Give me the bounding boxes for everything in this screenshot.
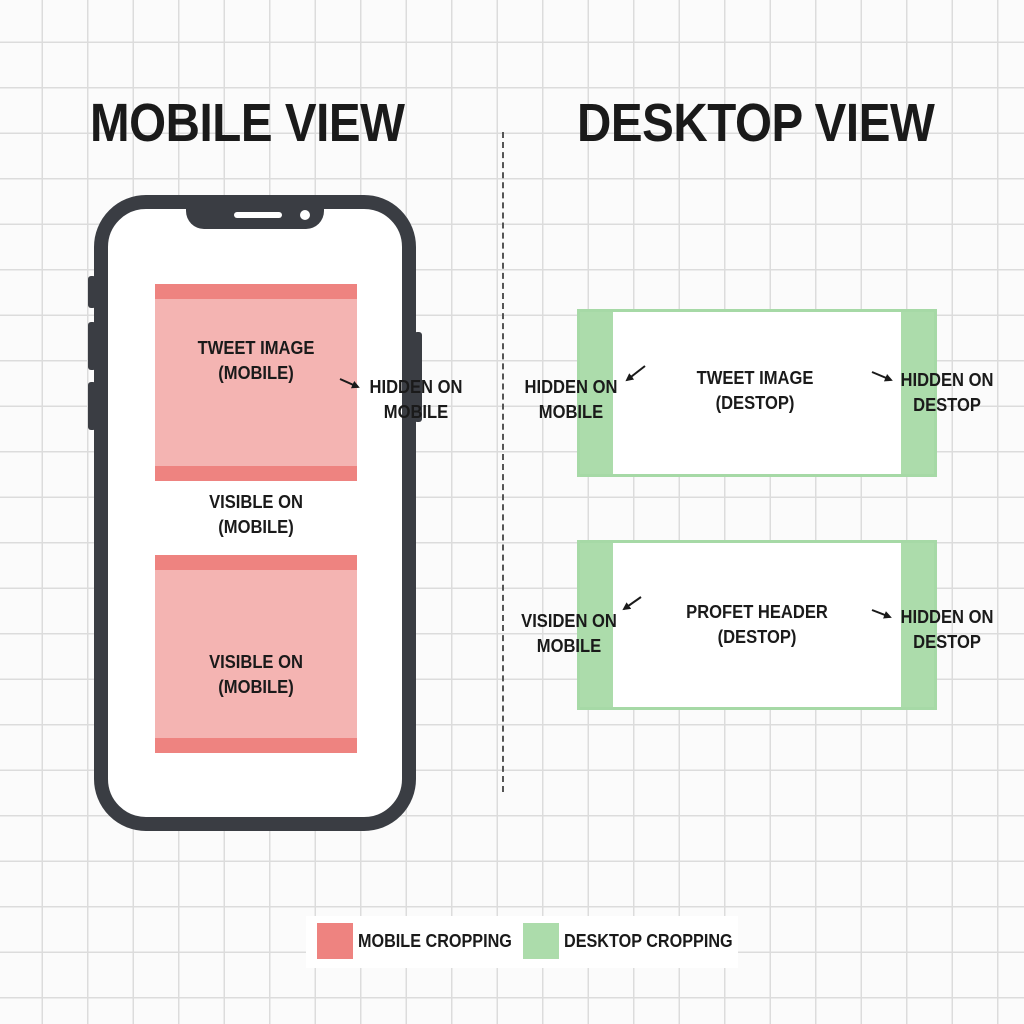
arrow-tweet-left-icon: [625, 365, 646, 382]
desktop-view-heading: DESKTOP VIEW: [577, 93, 935, 153]
desktop-tweet-image-label: TWEET IMAGE (DESTOP): [696, 368, 814, 413]
desktop-profile-header-left-crop: [580, 543, 613, 707]
desktop-tweet-image-left-crop: [580, 312, 613, 474]
desktop-tweet-left-note: HIDDEN ON MOBILE: [524, 377, 618, 422]
desktop-profile-header-box: [577, 540, 937, 710]
arrow-tweet-right-icon: [871, 371, 893, 382]
desktop-tweet-right-note: HIDDEN ON DESTOP: [900, 370, 994, 415]
mobile-tweet-image-box: [155, 284, 357, 481]
phone-power-button: [414, 332, 422, 422]
desktop-profile-left-note: VISIDEN ON MOBILE: [521, 611, 617, 656]
mobile-tweet-image-label: TWEET IMAGE (MOBILE): [197, 338, 315, 383]
arrow-mobile-hidden-icon: [339, 378, 360, 389]
mobile-view-heading: MOBILE VIEW: [90, 93, 405, 153]
mobile-visible-box: [155, 555, 357, 753]
legend-mobile-label: MOBILE CROPPING: [358, 931, 512, 951]
phone-speaker-icon: [234, 212, 282, 218]
desktop-profile-right-note: HIDDEN ON DESTOP: [900, 607, 994, 652]
legend-mobile-swatch: [317, 923, 353, 959]
mobile-visible-box-label: VISIBLE ON (MOBILE): [209, 652, 303, 697]
desktop-tweet-image-right-crop: [901, 312, 934, 474]
mobile-hidden-label: HIDDEN ON MOBILE: [369, 377, 463, 422]
phone-volume-down-button: [88, 382, 96, 430]
phone-volume-up-button: [88, 322, 96, 370]
desktop-profile-header-label: PROFET HEADER (DESTOP): [686, 602, 828, 647]
legend: [306, 916, 738, 968]
desktop-profile-header-right-crop: [901, 543, 934, 707]
mobile-visible-between-label: VISIBLE ON (MOBILE): [209, 492, 303, 537]
phone-notch: [186, 207, 324, 229]
legend-desktop-label: DESKTOP CROPPING: [564, 931, 733, 951]
legend-desktop-swatch: [523, 923, 559, 959]
arrow-profile-left-icon: [622, 596, 642, 611]
view-divider: [502, 132, 504, 792]
arrow-profile-right-icon: [871, 609, 892, 619]
phone-camera-icon: [300, 210, 310, 220]
desktop-tweet-image-box: [577, 309, 937, 477]
phone-mute-button: [88, 276, 96, 308]
